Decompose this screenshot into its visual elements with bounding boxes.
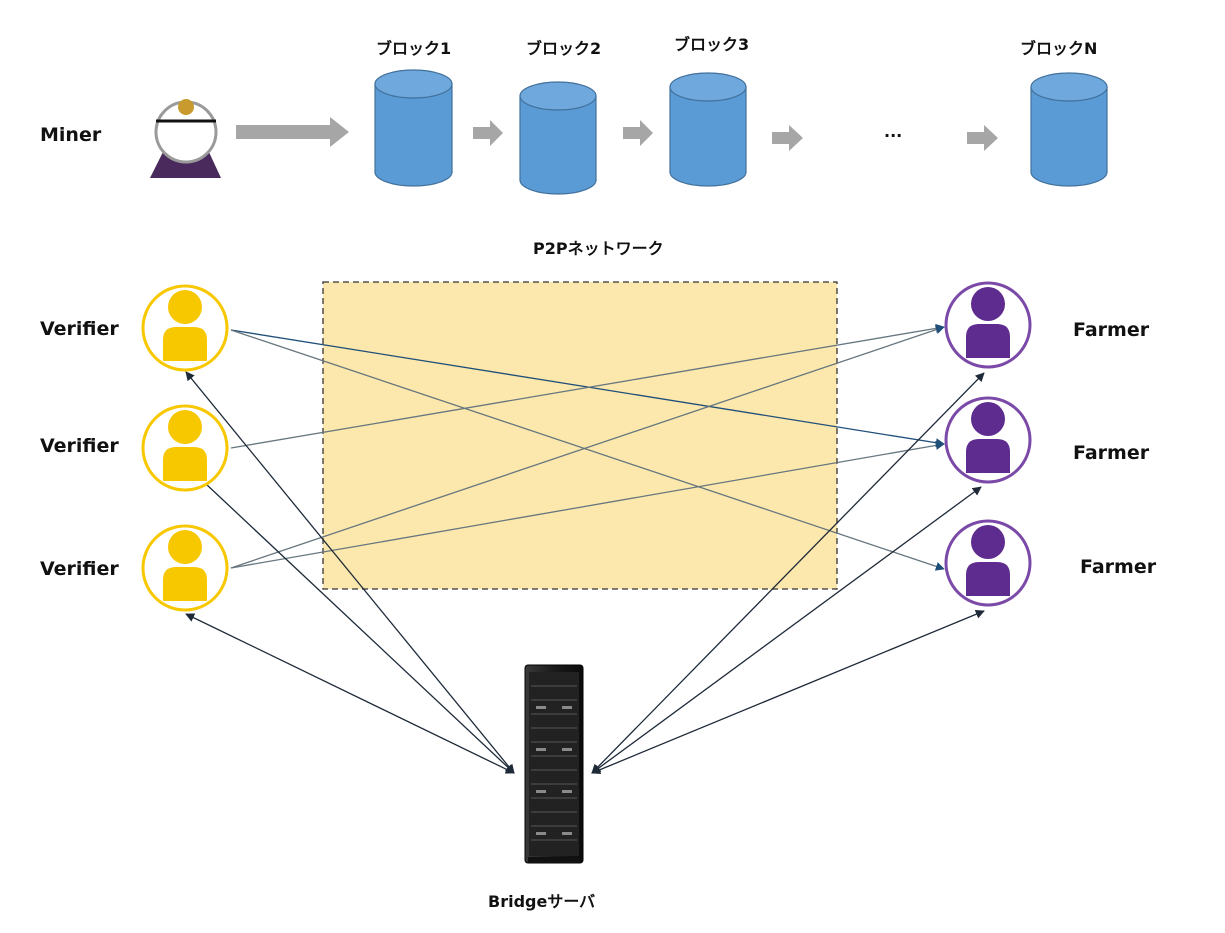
bridge-edges [185,371,985,775]
farmer-label: Farmer [1073,442,1150,464]
chain-arrow-icon [473,120,503,146]
verifier-avatar-icon [141,284,229,372]
verifier-avatar-icon [141,404,229,492]
miner-label: Miner [40,124,102,146]
block-3-label: ブロック3 [674,35,750,54]
chain-arrow-icon [967,125,998,151]
block-2-label: ブロック2 [526,39,602,58]
p2p-network-label: P2Pネットワーク [533,239,664,258]
farmer-avatar-icon [944,396,1032,484]
bridge-server-label: Bridgeサーバ [488,892,596,911]
farmer-avatar-icon [944,281,1032,369]
farmer-label: Farmer [1073,319,1150,341]
block-n-icon [1030,72,1108,187]
chain-arrow-icon [772,125,803,151]
verifier-label: Verifier [40,435,119,457]
chain-ellipsis: ... [884,122,903,141]
block-1-icon [374,69,453,187]
farmer-avatar-icon [944,519,1032,607]
p2p-network-area [322,281,838,590]
miner-icon [150,99,221,178]
verifier-label: Verifier [40,318,119,340]
block-n-label: ブロックN [1020,39,1098,58]
server-rack-icon [524,664,584,864]
miner-arrow-icon [236,117,349,147]
block-2-icon [519,81,597,195]
chain-arrow-icon [623,120,653,146]
block-3-icon [669,72,747,187]
farmer-label: Farmer [1080,556,1157,578]
verifier-label: Verifier [40,558,119,580]
verifier-avatar-icon [141,524,229,612]
block-1-label: ブロック1 [376,39,452,58]
